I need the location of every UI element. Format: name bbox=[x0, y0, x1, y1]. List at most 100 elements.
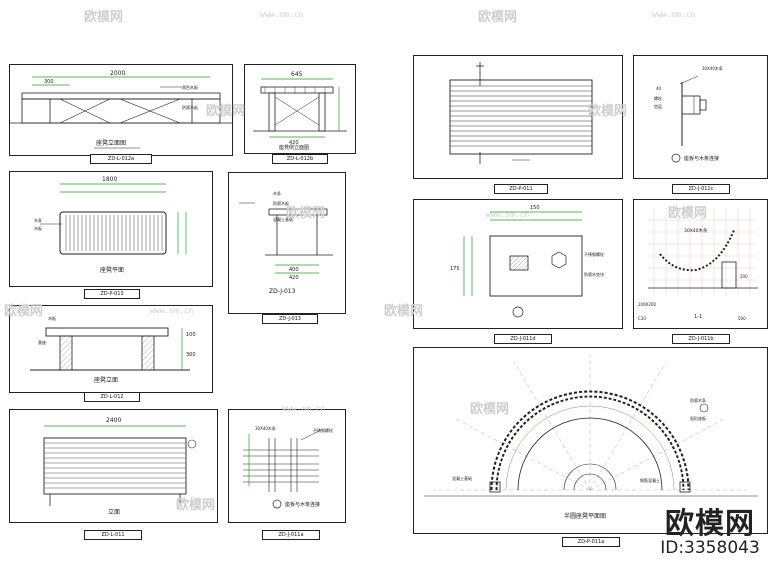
panel-title-bench-elevation: 座凳立面图 bbox=[96, 139, 126, 147]
panel-title-bench-side: 座凳侧立面图 bbox=[279, 144, 309, 151]
watermark-text-1: 欧模网 bbox=[84, 10, 124, 25]
panel-plan bbox=[413, 55, 623, 179]
code-zd-j-011c: ZD-J-011c bbox=[672, 184, 730, 194]
dim-2000: 2000 bbox=[110, 70, 125, 77]
code-zd-l-012a: ZD-L-012a bbox=[90, 154, 152, 164]
dim-420: 420 bbox=[289, 140, 299, 146]
dim-100: 100 bbox=[186, 332, 196, 338]
bench-plan-drawing: 1800 木条 木板 座凳平面 bbox=[34, 176, 187, 274]
panel-title-bench-elev-2: 座凳立面 bbox=[94, 376, 118, 384]
panel-base-detail: 150 175 不锈钢螺栓 防腐木垫块 bbox=[413, 199, 623, 329]
panel-elevation: 2400 立面 bbox=[9, 409, 218, 523]
dim-40: 40 bbox=[656, 86, 662, 91]
panel-title-semicircle: 半圆座凳平面图 bbox=[564, 512, 606, 520]
note-concrete-base: 混凝土基础 bbox=[452, 475, 472, 481]
watermark-url-4: www.om.cn bbox=[150, 306, 194, 315]
panel-semicircle-plan: 防腐木条 弧形座板 混凝土基础 钢筋混凝土 半圆座凳平面图 bbox=[413, 347, 768, 534]
note-curved-board: 弧形座板 bbox=[690, 415, 706, 421]
base-detail-drawing: 150 175 不锈钢螺栓 防腐木垫块 bbox=[450, 205, 604, 318]
code-zd-j-011d: ZD-J-011d bbox=[494, 334, 552, 344]
watermark-url-1: www.om.cn bbox=[260, 10, 304, 19]
panel-board-strip-connection: 30X40木条 不锈钢螺栓 座板与木条连接 bbox=[228, 409, 346, 523]
dim-section-400: 400 bbox=[289, 267, 299, 273]
code-zd-p-011a: ZD-P-011a bbox=[562, 537, 620, 547]
dim-175: 175 bbox=[450, 266, 460, 272]
watermark-text-5: 欧模网 bbox=[286, 206, 326, 221]
elevation-drawing: 2400 立面 bbox=[43, 417, 197, 516]
note-wood-strip: 木条 bbox=[34, 217, 42, 223]
bench-side-drawing: 645 420 座凳侧立面图 bbox=[253, 71, 347, 151]
code-zd-p-011: ZD-P-011 bbox=[494, 184, 548, 194]
dim-200: 200 bbox=[740, 274, 748, 279]
panel-title-elevation: 立面 bbox=[108, 508, 120, 516]
note-section-strip: 木条 bbox=[273, 190, 281, 196]
panel-board-connection-detail: 30X40木条 40 螺栓 垫层 座板与木条连接 bbox=[633, 55, 768, 179]
panel-bench-elevation-2: 100 300 木板 基座 座凳立面 bbox=[9, 305, 213, 393]
note-30x40-strip: 30X40木条 bbox=[255, 425, 276, 431]
section-1-1-drawing: 30X40木条 200X200 C30 200 500 1-1 bbox=[638, 208, 758, 321]
note-pad-block: 防腐木垫块 bbox=[584, 271, 604, 277]
dim-150: 150 bbox=[530, 205, 540, 211]
note-200x200: 200X200 bbox=[638, 302, 656, 307]
dim-500: 500 bbox=[738, 316, 746, 321]
note-section-strip-2: 30X40木条 bbox=[684, 227, 708, 234]
code-zd-j-013: ZD-J-013 bbox=[262, 314, 318, 324]
brand-logo-text: 欧模网 bbox=[664, 506, 755, 540]
panel-title-connection-2: 座板与木条连接 bbox=[684, 155, 719, 162]
code-zd-l-012: ZD-L-012 bbox=[84, 392, 140, 402]
panel-section-1-1: 30X40木条 200X200 C30 200 500 1-1 bbox=[633, 199, 768, 329]
watermark-text-2: 欧模网 bbox=[478, 10, 518, 25]
panel-bench-side-elevation: 645 420 座凳侧立面图 bbox=[244, 64, 356, 154]
code-zd-j-011b: ZD-J-011b bbox=[672, 334, 730, 344]
note-board: 木板 bbox=[48, 315, 56, 321]
dim-1800: 1800 bbox=[102, 176, 117, 183]
watermark-text-4: 欧模网 bbox=[588, 104, 628, 119]
note-colored-board: 两色木板 bbox=[182, 84, 198, 90]
connection-detail-drawing: 30X40木条 40 螺栓 垫层 座板与木条连接 bbox=[654, 65, 723, 163]
bench-elevation-2-drawing: 100 300 木板 基座 座凳立面 bbox=[30, 315, 196, 384]
dim-300-elev: 300 bbox=[186, 352, 196, 358]
dim-section-420: 420 bbox=[289, 275, 299, 281]
bench-section-drawing: 木条 防腐木板 混凝土基础 400 420 ZD-J-013 bbox=[239, 190, 333, 295]
note-pad: 垫层 bbox=[654, 103, 662, 109]
note-section-board: 防腐木板 bbox=[273, 200, 289, 206]
note-base: 基座 bbox=[38, 339, 46, 345]
bench-elevation-drawing: 2000 300 两色木板 防腐木板 座凳立面图 bbox=[10, 70, 232, 149]
plan-drawing bbox=[449, 62, 593, 164]
note-strip-semicircle: 防腐木条 bbox=[690, 397, 706, 403]
note-ss-bolt: 不锈钢螺栓 bbox=[584, 251, 604, 257]
code-zd-p-013: ZD-P-013 bbox=[84, 289, 140, 299]
panel-title-bench-plan: 座凳平面 bbox=[100, 266, 124, 274]
brand-id: ID:3358043 bbox=[660, 538, 760, 558]
watermark-url-3: www.om.cn bbox=[486, 210, 530, 219]
dim-645: 645 bbox=[291, 71, 303, 78]
panel-bench-section: 木条 防腐木板 混凝土基础 400 420 ZD-J-013 bbox=[228, 172, 346, 314]
watermark-text-3: 欧模网 bbox=[206, 104, 246, 119]
watermark-text-8: 欧模网 bbox=[384, 304, 424, 319]
note-bolt: 不锈钢螺栓 bbox=[313, 427, 333, 433]
panel-title-bench-section: ZD-J-013 bbox=[269, 288, 296, 295]
dim-2400: 2400 bbox=[106, 417, 121, 424]
watermark-text-10: 欧模网 bbox=[176, 498, 216, 513]
watermark-text-9: 欧模网 bbox=[470, 402, 510, 417]
note-bolt-2: 螺栓 bbox=[654, 95, 662, 101]
semicircle-plan-drawing: 防腐木条 弧形座板 混凝土基础 钢筋混凝土 半圆座凳平面图 bbox=[424, 354, 758, 520]
dim-300: 300 bbox=[44, 79, 54, 85]
board-strip-drawing: 30X40木条 不锈钢螺栓 座板与木条连接 bbox=[243, 425, 333, 509]
note-preserved-board: 防腐木板 bbox=[182, 104, 198, 110]
note-c30: C30 bbox=[638, 316, 646, 321]
watermark-text-6: 欧模网 bbox=[668, 206, 708, 221]
note-30x40-strip-2: 30X40木条 bbox=[702, 65, 723, 71]
code-zd-l-011: ZD-L-011 bbox=[84, 530, 142, 540]
panel-bench-elevation: 2000 300 两色木板 防腐木板 座凳立面图 bbox=[9, 64, 233, 156]
watermark-url-2: www.om.cn bbox=[652, 10, 696, 19]
section-label-1-1: 1-1 bbox=[694, 314, 702, 320]
watermark-text-7: 欧模网 bbox=[4, 304, 44, 319]
note-section-base: 混凝土基础 bbox=[273, 216, 293, 222]
code-zd-j-011a: ZD-J-011a bbox=[262, 530, 320, 540]
note-wood-board: 木板 bbox=[34, 225, 42, 231]
panel-title-connection: 座板与木条连接 bbox=[285, 501, 320, 508]
watermark-url-5: www.om.cn bbox=[282, 404, 326, 413]
code-zd-l-012b: ZD-L-012b bbox=[272, 154, 328, 164]
